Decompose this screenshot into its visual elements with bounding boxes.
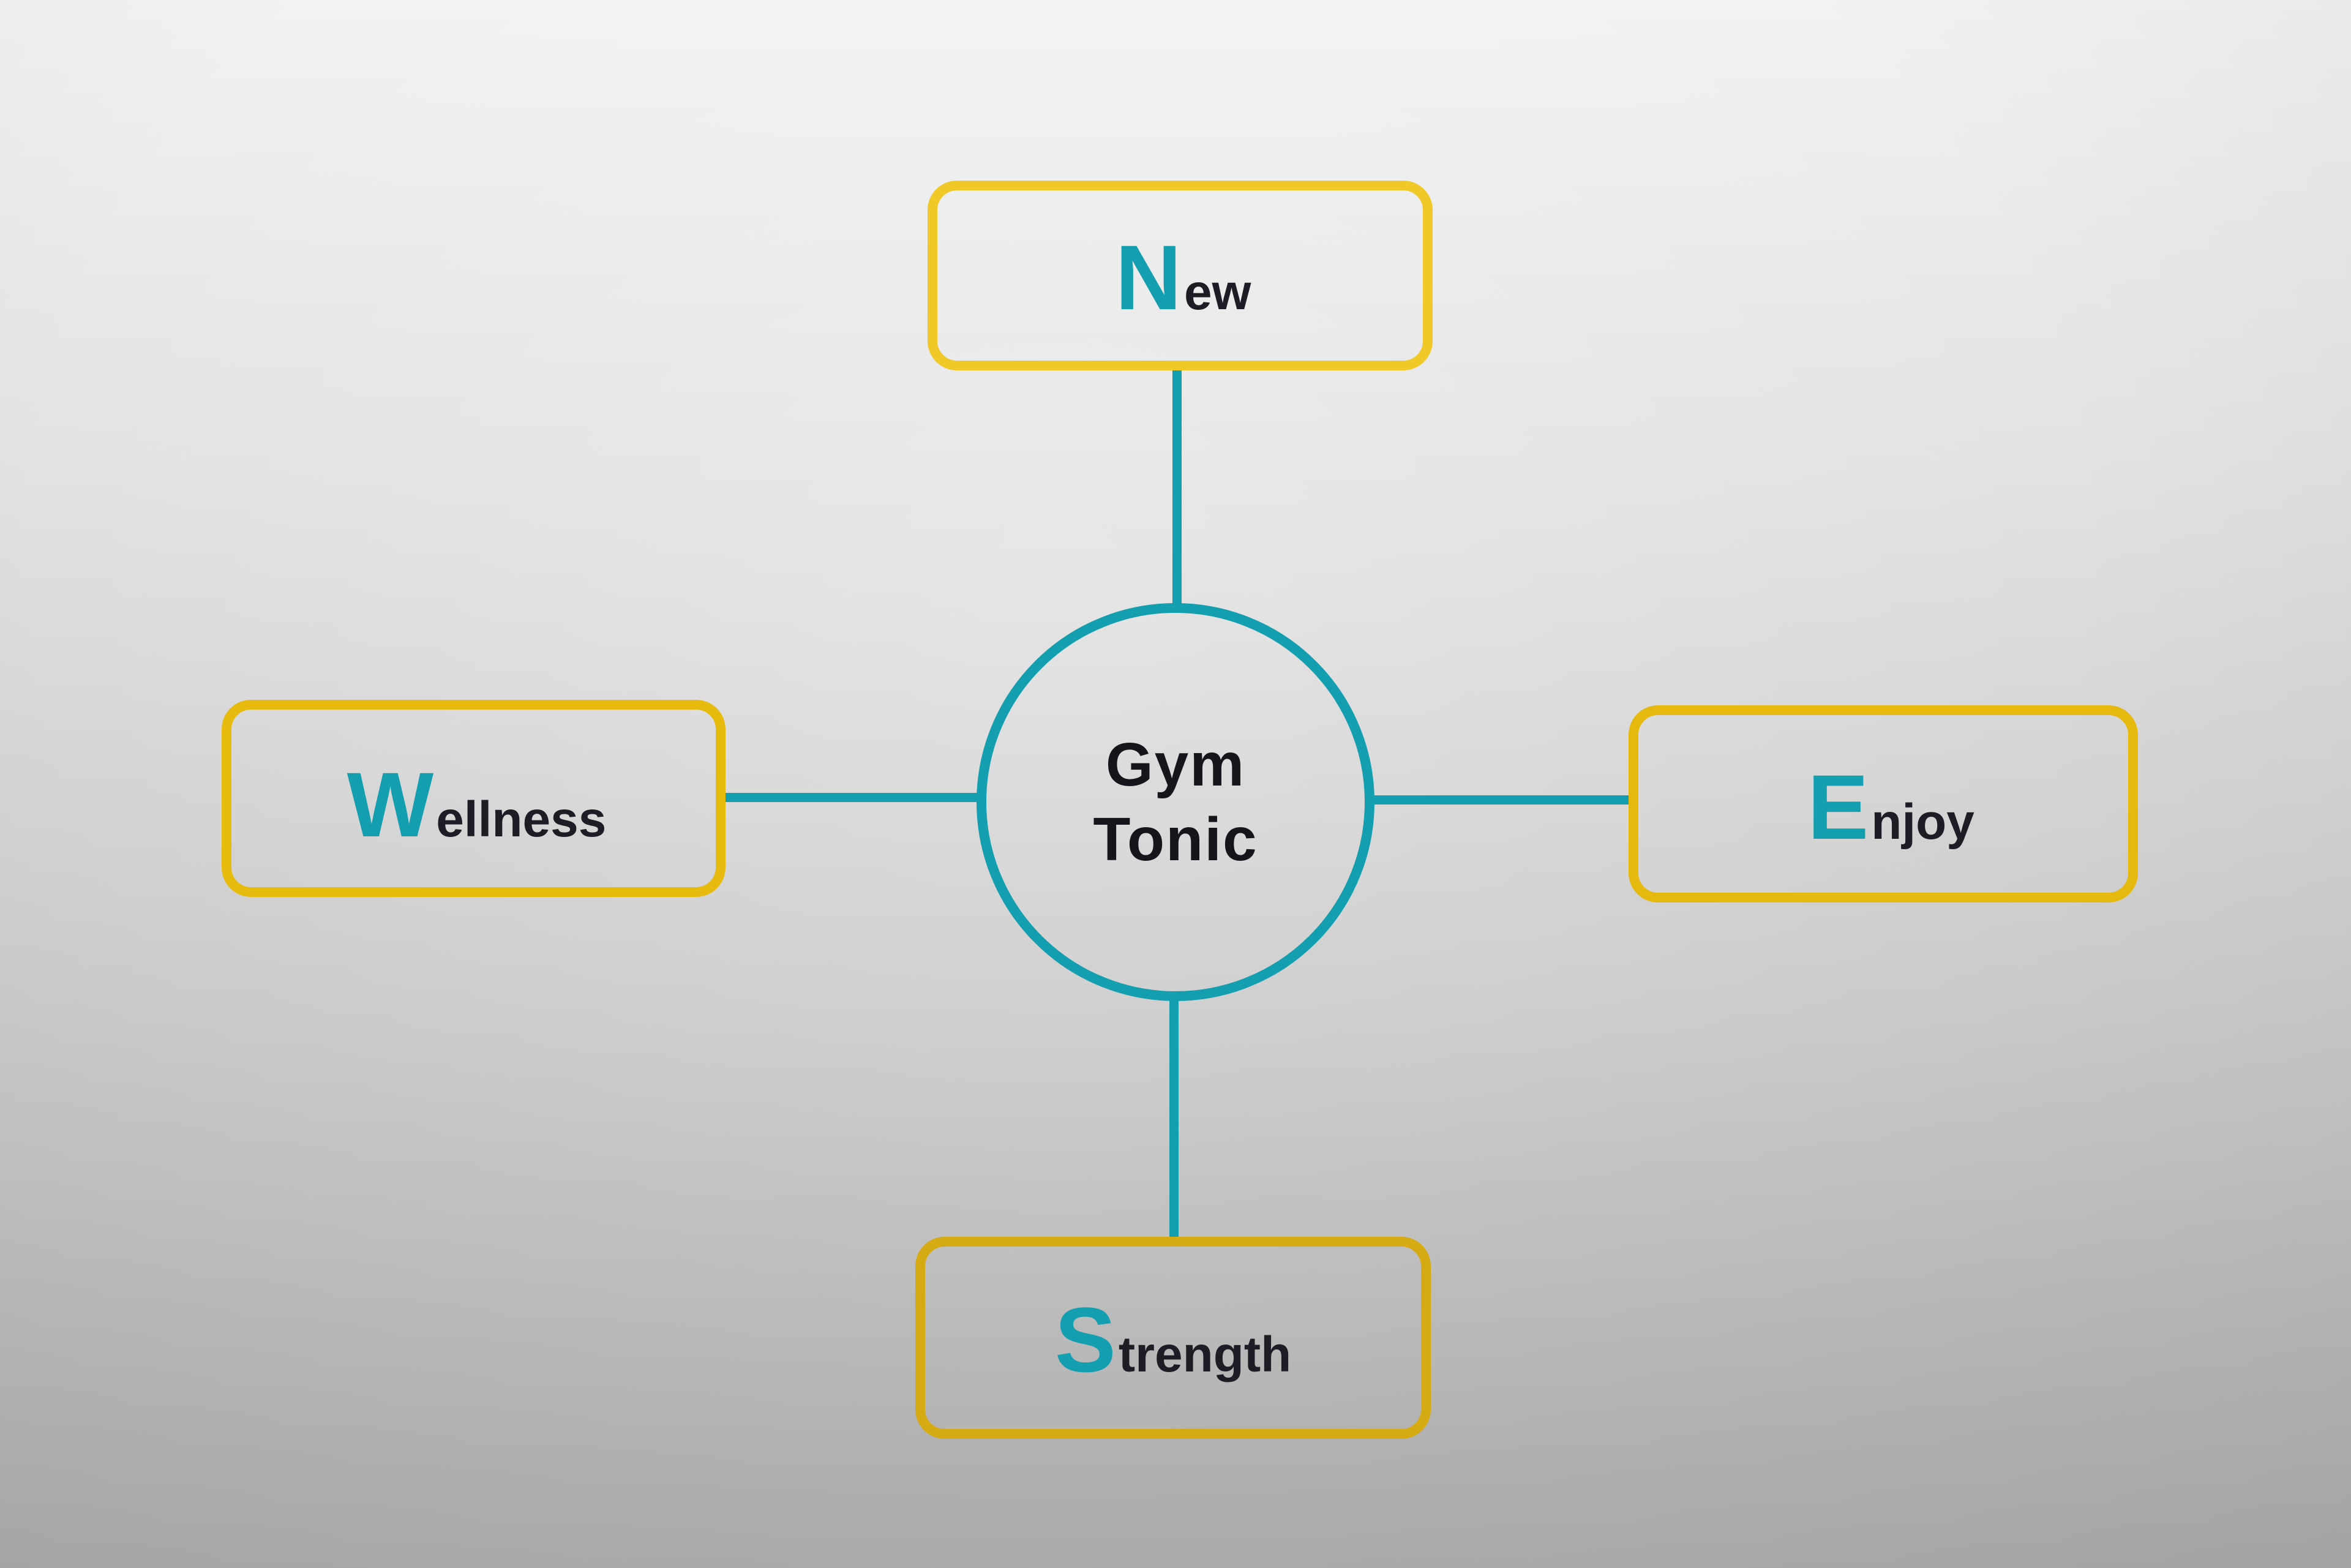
node-wellness-label: W ellness — [347, 759, 607, 850]
hub-circle: Gym Tonic — [977, 603, 1374, 1001]
connector-right — [1373, 795, 1629, 805]
node-strength-label: S trength — [1055, 1294, 1291, 1386]
node-new-label: N ew — [1116, 231, 1251, 323]
node-wellness-initial: W — [347, 753, 434, 856]
node-new-initial: N — [1115, 226, 1182, 329]
node-wellness-rest: ellness — [436, 792, 607, 847]
connector-bottom — [1169, 995, 1179, 1237]
node-enjoy: E njoy — [1629, 705, 2138, 902]
node-enjoy-initial: E — [1807, 756, 1869, 858]
node-enjoy-rest: njoy — [1871, 794, 1974, 850]
hub-title-line2: Tonic — [1093, 805, 1258, 874]
node-strength-initial: S — [1054, 1288, 1116, 1391]
node-wellness: W ellness — [222, 700, 726, 897]
connector-top — [1172, 370, 1182, 606]
node-enjoy-label: E njoy — [1807, 761, 1974, 853]
hub-title-line1: Gym — [1105, 730, 1246, 799]
connector-left — [726, 793, 980, 802]
node-strength-rest: trength — [1118, 1326, 1292, 1382]
node-new-rest: ew — [1183, 264, 1251, 320]
node-new: N ew — [928, 181, 1433, 370]
node-strength: S trength — [915, 1237, 1431, 1439]
